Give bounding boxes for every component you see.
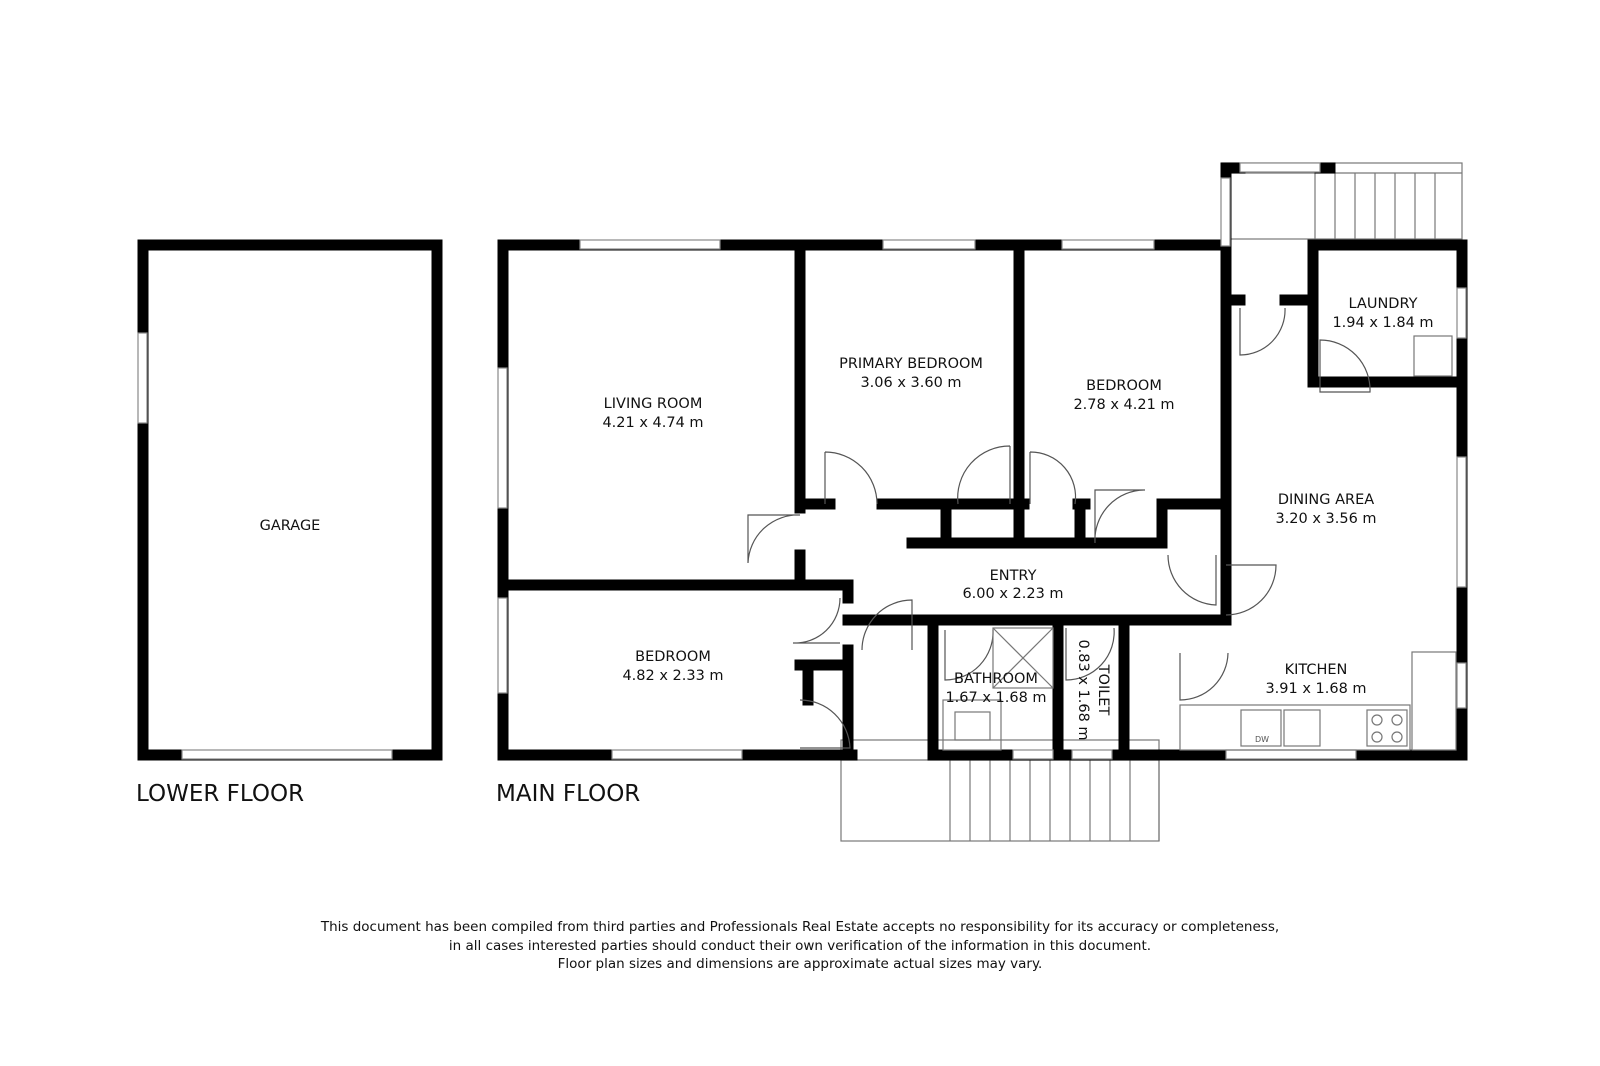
kitchen-size: 3.91 x 1.68 m	[1265, 681, 1366, 697]
entry-size: 6.00 x 2.23 m	[962, 586, 1063, 602]
bedroom-2-size: 4.82 x 2.33 m	[622, 668, 723, 684]
dining-area-size: 3.20 x 3.56 m	[1275, 511, 1376, 527]
disclaimer-line: Floor plan sizes and dimensions are appr…	[557, 956, 1043, 972]
disclaimer-line: in all cases interested parties should c…	[448, 937, 1152, 954]
garage-walls	[137, 239, 443, 761]
main-floor-title: MAIN FLOOR	[496, 781, 640, 807]
bedroom-2-label: BEDROOM	[635, 649, 711, 665]
living-room-label: LIVING ROOM	[604, 396, 703, 412]
disclaimer-line: This document has been compiled from thi…	[320, 919, 1280, 935]
primary-bedroom-label: PRIMARY BEDROOM	[839, 356, 983, 372]
toilet-size: 0.83 x 1.68 m	[1075, 639, 1091, 740]
rear-deck	[1221, 162, 1463, 240]
bedroom-size: 2.78 x 4.21 m	[1073, 397, 1174, 413]
toilet-label: TOILET	[1095, 664, 1111, 716]
disclaimer: This document has been compiled from thi…	[0, 918, 1600, 974]
bedroom-label: BEDROOM	[1086, 378, 1162, 394]
primary-bedroom-size: 3.06 x 3.60 m	[860, 375, 961, 391]
fixtures	[942, 335, 1457, 751]
living-room-size: 4.21 x 4.74 m	[602, 415, 703, 431]
dishwasher-label: DW	[1255, 735, 1269, 744]
dining-area-label: DINING AREA	[1278, 492, 1374, 508]
laundry-size: 1.94 x 1.84 m	[1332, 315, 1433, 331]
lower-floor-title: LOWER FLOOR	[136, 781, 304, 807]
windows	[497, 162, 1467, 760]
bathroom-label: BATHROOM	[954, 671, 1038, 687]
doors	[747, 307, 1371, 749]
laundry-label: LAUNDRY	[1349, 296, 1418, 312]
bathroom-size: 1.67 x 1.68 m	[945, 690, 1046, 706]
garage-label: GARAGE	[260, 518, 321, 534]
kitchen-label: KITCHEN	[1285, 662, 1348, 678]
entry-label: ENTRY	[990, 568, 1037, 584]
